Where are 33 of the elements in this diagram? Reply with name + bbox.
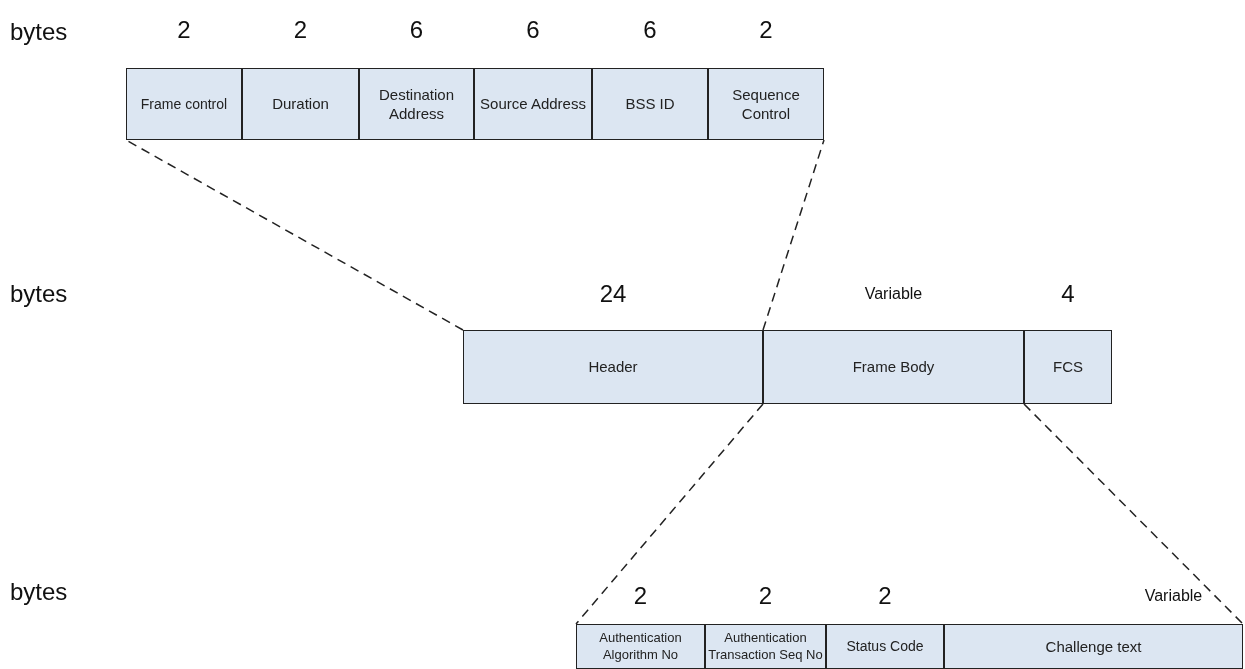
field-box: Source Address — [474, 68, 592, 140]
field-box: Authentication Transaction Seq No — [705, 624, 826, 669]
unit-label: bytes — [10, 18, 68, 46]
field-box: Authentication Algorithm No — [576, 624, 705, 669]
field-box: Sequence Control — [708, 68, 824, 140]
byte-count: 2 — [632, 582, 649, 610]
expansion-line — [125, 139, 464, 331]
byte-count: Variable — [863, 285, 924, 303]
field-box: Status Code — [826, 624, 944, 669]
byte-count: 24 — [598, 280, 628, 308]
expansion-line — [762, 139, 825, 331]
field-box: Header — [463, 330, 763, 404]
byte-count: 6 — [642, 16, 658, 44]
expansion-line — [575, 403, 764, 625]
field-box: FCS — [1024, 330, 1112, 404]
byte-count: 4 — [1060, 280, 1076, 308]
unit-label: bytes — [10, 578, 68, 606]
byte-count: Variable — [1143, 587, 1204, 605]
expansion-line — [1023, 403, 1244, 625]
field-box: Destination Address — [359, 68, 474, 140]
field-box: Frame Body — [763, 330, 1024, 404]
byte-count: 2 — [292, 16, 309, 44]
byte-count: 2 — [176, 16, 192, 44]
field-box: Frame control — [126, 68, 242, 140]
byte-count: 6 — [525, 16, 541, 44]
byte-count: 6 — [408, 16, 425, 44]
unit-label: bytes — [10, 280, 68, 308]
field-box: Challenge text — [944, 624, 1243, 669]
byte-count: 2 — [757, 582, 774, 610]
byte-count: 2 — [877, 582, 893, 610]
field-box: BSS ID — [592, 68, 708, 140]
field-box: Duration — [242, 68, 359, 140]
byte-count: 2 — [758, 16, 774, 44]
